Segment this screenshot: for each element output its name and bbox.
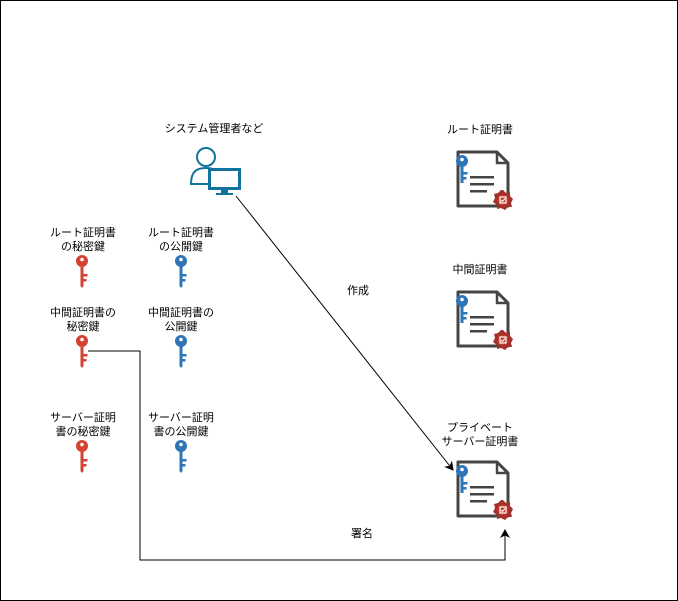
inter-public-key-label-1: 中間証明書の <box>148 306 214 319</box>
server-public-key-label-2: 書の公開鍵 <box>153 425 209 438</box>
server-private-key-icon <box>76 440 88 473</box>
admin-user-icon <box>189 147 241 195</box>
inter-cert-label: 中間証明書 <box>452 263 508 276</box>
create-edge-label: 作成 <box>347 284 369 297</box>
server-cert-label-1: プライベート <box>447 421 513 434</box>
sign-edge <box>88 350 510 561</box>
inter-private-key-icon <box>76 335 88 368</box>
inter-private-key-label-1: 中間証明書の <box>50 306 116 319</box>
inter-private-key-label-2: 秘密鍵 <box>66 320 100 333</box>
server-private-key-label-2: 書の秘密鍵 <box>55 425 111 438</box>
server-private-key-label-1: サーバー証明 <box>50 411 116 424</box>
admin-label: システム管理者など <box>164 122 264 135</box>
server-public-key-label-1: サーバー証明 <box>148 411 214 424</box>
root-public-key-label-1: ルート証明書 <box>148 226 214 239</box>
root-cert-label: ルート証明書 <box>447 123 513 136</box>
create-edge <box>235 195 454 471</box>
sign-edge-label: 署名 <box>351 527 373 540</box>
root-private-key-icon <box>76 255 88 288</box>
intermediate-certificate-icon <box>456 290 513 350</box>
inter-public-key-label-2: 公開鍵 <box>164 320 198 333</box>
root-public-key-icon <box>175 255 187 288</box>
server-cert-label-2: サーバー証明書 <box>441 435 519 448</box>
server-certificate-icon <box>456 460 513 520</box>
inter-public-key-icon <box>175 335 187 368</box>
root-certificate-icon <box>456 150 513 210</box>
root-private-key-label-1: ルート証明書 <box>50 226 116 239</box>
server-public-key-icon <box>175 440 187 473</box>
root-private-key-label-2: の秘密鍵 <box>61 240 105 253</box>
root-public-key-label-2: の公開鍵 <box>159 240 203 253</box>
